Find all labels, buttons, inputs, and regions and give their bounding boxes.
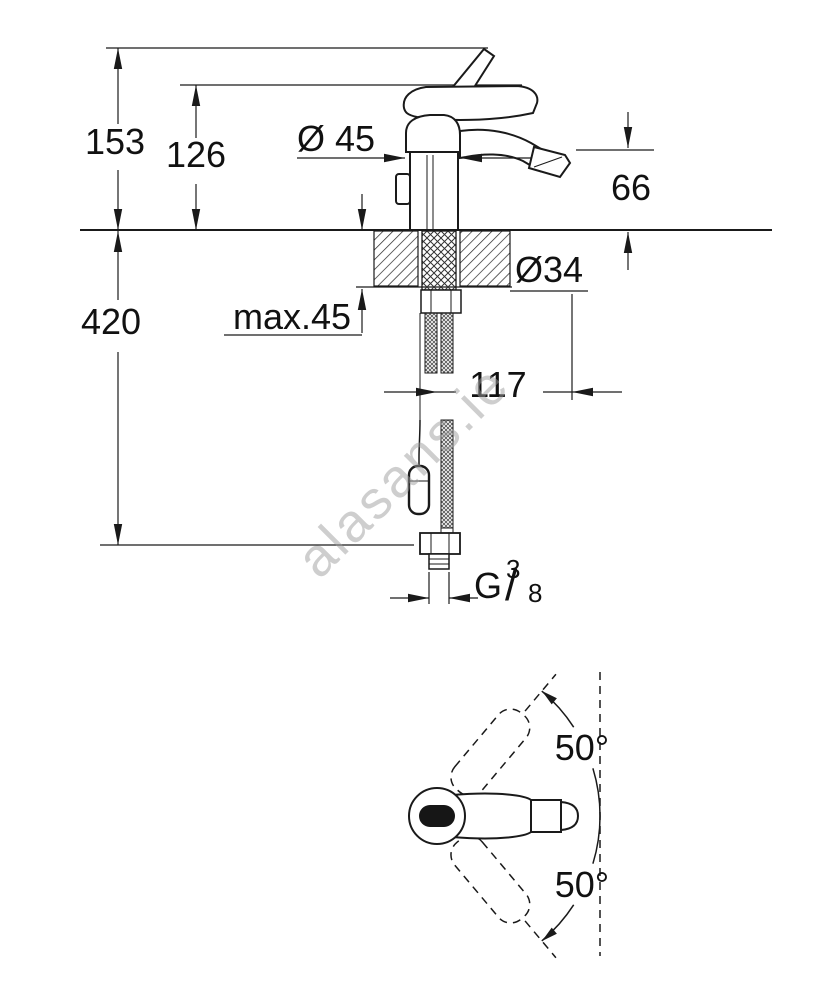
spout-cap-plan xyxy=(560,800,580,832)
spout-plan xyxy=(530,799,562,833)
hose-nut-facets xyxy=(430,533,450,554)
deck-hatch-left xyxy=(373,230,419,287)
threaded-shank xyxy=(421,230,457,291)
dim-max45-label: max.45 xyxy=(233,296,351,337)
watermark: alasans.ie xyxy=(285,353,521,589)
body-inner-lines xyxy=(426,155,434,230)
dim-g38-letter: G xyxy=(474,565,502,606)
side-knob xyxy=(395,173,411,205)
mounting-nut xyxy=(420,289,462,314)
swing-arc-arrow-top xyxy=(542,691,557,705)
dim-d34-label: Ø34 xyxy=(515,249,583,290)
swing-arc-middle xyxy=(592,768,601,864)
mounting-nut-facets xyxy=(430,290,452,313)
hose-left-upper xyxy=(424,312,438,374)
aerator xyxy=(527,145,572,179)
dim-d45-label: Ø 45 xyxy=(297,118,375,159)
top-view: 50° 50° xyxy=(408,672,609,959)
lever-paddle xyxy=(402,84,539,121)
aerator-line xyxy=(533,156,563,168)
rod-weight xyxy=(407,464,431,516)
handle-swung-upper xyxy=(450,673,557,797)
body-dome xyxy=(405,114,461,153)
dim-g38-denominator: 8 xyxy=(528,578,542,608)
dim-126-label: 126 xyxy=(166,134,226,175)
side-view: 153 126 Ø 45 66 420 max.45 Ø34 117 xyxy=(80,47,772,610)
handle-swung-lower xyxy=(450,835,557,959)
body-column xyxy=(409,152,459,230)
deck-hatch-right xyxy=(459,230,511,287)
hose-lower xyxy=(440,419,454,529)
swing-arc-arrow-bottom xyxy=(542,927,557,941)
dim-g38-numerator: 3 xyxy=(506,554,520,584)
dim-g38-slash: / xyxy=(505,561,518,610)
dim-420-label: 420 xyxy=(81,301,141,342)
hose-end-ribs xyxy=(429,558,449,565)
hose-right-upper xyxy=(440,312,454,374)
dim-117-label: 117 xyxy=(469,364,526,405)
angle-upper-label: 50° xyxy=(555,727,609,768)
hose-nut xyxy=(419,532,461,555)
lever-slot xyxy=(419,805,455,827)
hose-end-stub xyxy=(428,553,450,570)
dim-66-label: 66 xyxy=(611,167,651,208)
dim-153-label: 153 xyxy=(85,121,145,162)
rod-wire xyxy=(418,419,421,466)
angle-lower-label: 50° xyxy=(555,864,609,905)
